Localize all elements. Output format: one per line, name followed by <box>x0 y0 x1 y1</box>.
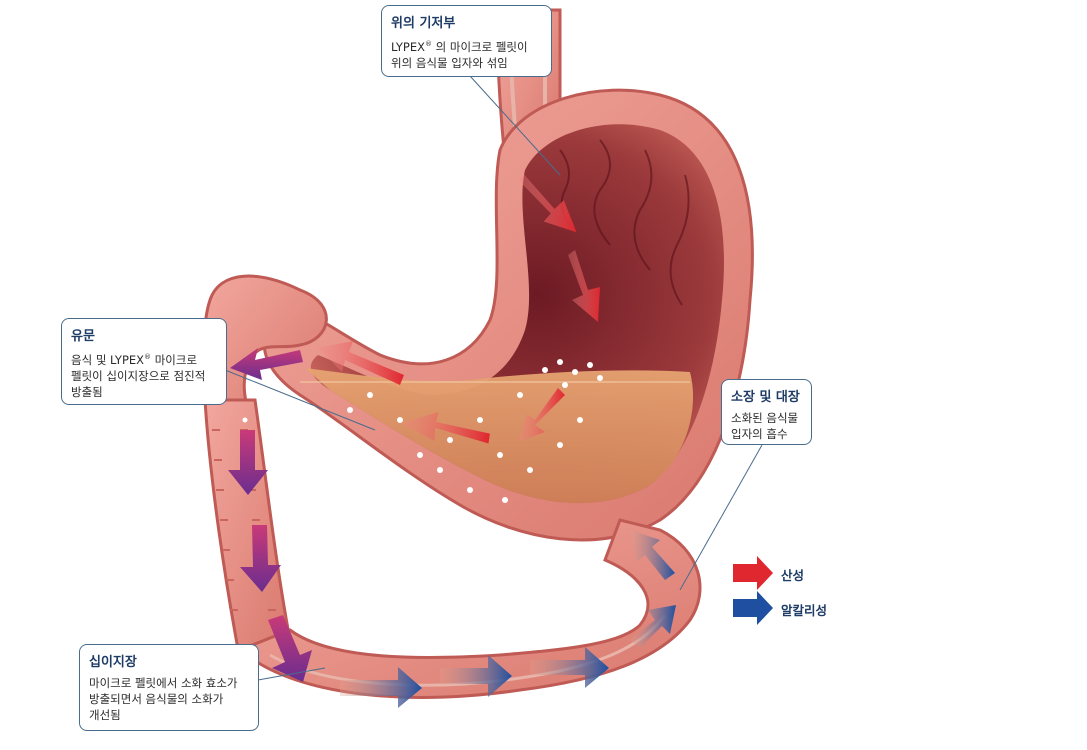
callout-fundus-line2: 위의 음식물 입자와 섞임 <box>391 55 508 70</box>
legend-alkaline-arrow <box>733 591 773 625</box>
arrow-blue-icon <box>340 530 676 708</box>
transition-arrows <box>228 348 312 682</box>
callout-pylorus-title: 유문 <box>71 329 95 344</box>
callout-fundus-title: 위의 기저부 <box>391 16 456 31</box>
stomach-food-contents <box>305 368 694 504</box>
callout-pylorus: 유문 음식 및 LYPEX® 마이크로 펠릿이 십이지장으로 점진적 방출됨 <box>61 318 227 405</box>
callout-intestine-title: 소장 및 대장 <box>731 390 800 405</box>
callout-duodenum-line2: 방출되면서 음식물의 소화가 <box>89 692 224 706</box>
callout-intestine-line2: 입자의 흡수 <box>731 427 788 441</box>
callout-pylorus-line1: 음식 및 LYPEX® 마이크로 <box>71 352 198 367</box>
callout-intestine-line1: 소화된 음식물 <box>731 411 799 425</box>
callout-pylorus-line3: 방출됨 <box>71 384 103 399</box>
callout-duodenum-title: 십이지장 <box>89 655 137 670</box>
callout-fundus: 위의 기저부 LYPEX® 의 마이크로 펠릿이 위의 음식물 입자와 섞임 <box>381 5 552 77</box>
callout-intestine: 소장 및 대장 소화된 음식물 입자의 흡수 <box>721 379 812 445</box>
callout-pylorus-line2: 펠릿이 십이지장으로 점진적 <box>71 368 206 383</box>
callout-fundus-line1: LYPEX® 의 마이크로 펠릿이 <box>391 39 528 54</box>
legend-acidic-arrow <box>733 556 773 590</box>
micro-pellets <box>242 359 603 513</box>
callout-duodenum-line1: 마이크로 펠릿에서 소화 효소가 <box>89 676 238 690</box>
legend-acidic-label: 산성 <box>781 568 805 583</box>
callout-duodenum: 십이지장 마이크로 펠릿에서 소화 효소가 방출되면서 음식물의 소화가 개선됨 <box>79 644 259 731</box>
leader-lines <box>224 75 763 681</box>
arrow-red-icon <box>318 341 565 444</box>
legend-alkaline-label: 알칼리성 <box>781 603 828 618</box>
arrow-red-icon <box>519 174 600 322</box>
callout-duodenum-line3: 개선됨 <box>89 708 121 722</box>
